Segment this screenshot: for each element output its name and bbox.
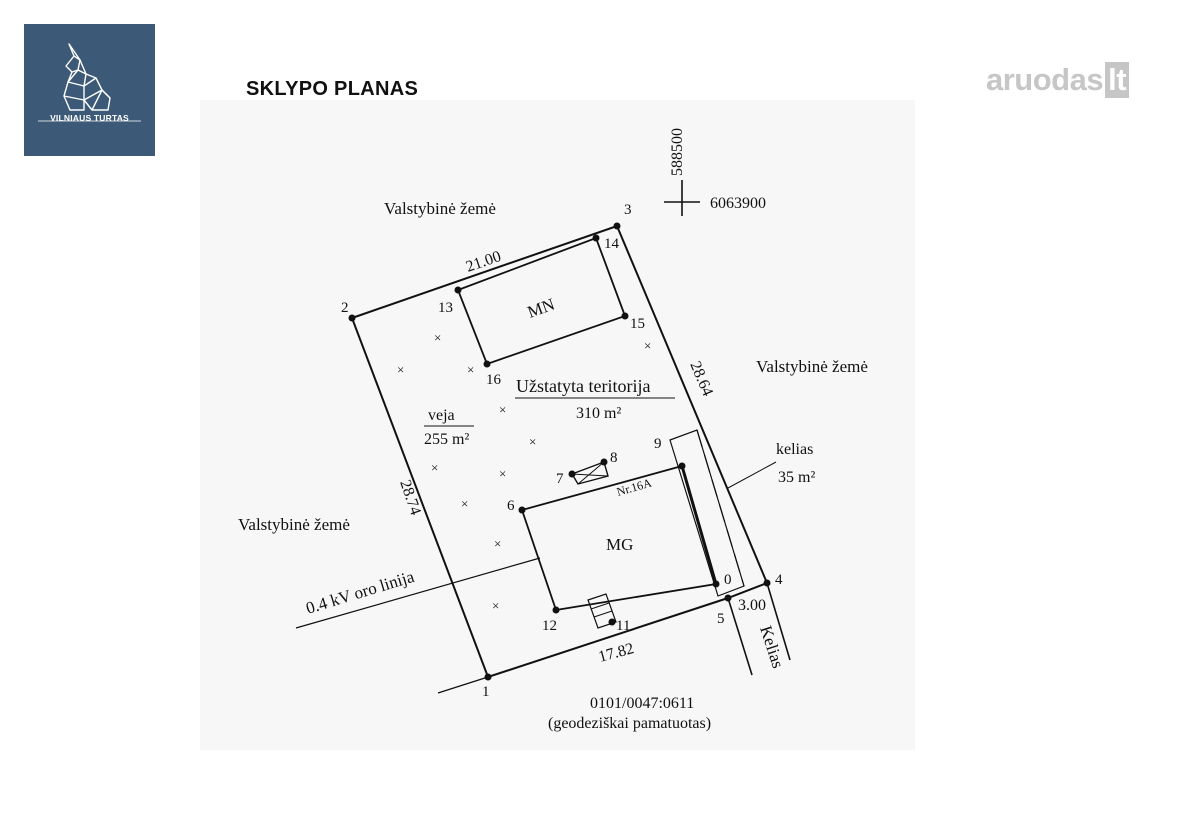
vertex-7 (568, 470, 576, 478)
point-label-14: 14 (604, 236, 620, 252)
svg-text:×: × (431, 460, 438, 475)
stair-step (593, 610, 613, 618)
porch-cross-2 (577, 461, 605, 485)
road-area-label: kelias (776, 441, 813, 458)
svg-text:×: × (494, 536, 501, 551)
built-area-label: Užstatyta teritorija (516, 376, 650, 396)
vertex-13 (454, 286, 462, 294)
point-label-16: 16 (486, 372, 502, 388)
svg-text:×: × (499, 402, 506, 417)
vertex-9 (678, 462, 686, 470)
vertex-12 (552, 606, 560, 614)
brand-suffix: lt (1105, 62, 1130, 98)
neighbor-right: Valstybinė žemė (756, 357, 868, 376)
point-label-15: 15 (630, 316, 645, 332)
plan-paper (200, 100, 915, 750)
point-label-13: 13 (438, 300, 453, 316)
point-label-2: 2 (341, 300, 349, 316)
svg-text:×: × (434, 330, 441, 345)
point-label-9: 9 (654, 436, 662, 452)
vertex-6 (518, 506, 526, 514)
coord-y-label: 6063900 (710, 195, 766, 212)
neighbor-left: Valstybinė žemė (238, 515, 350, 534)
svg-text:×: × (499, 466, 506, 481)
svg-text:×: × (461, 496, 468, 511)
point-label-8: 8 (610, 450, 618, 466)
svg-text:×: × (492, 598, 499, 613)
lawn-value: 255 m² (424, 431, 469, 448)
vertex-8 (600, 458, 608, 466)
parcel-boundary (350, 224, 769, 679)
built-area-value: 310 m² (576, 405, 621, 422)
driveway-dashed-line (696, 429, 745, 587)
vertex-2 (348, 314, 356, 322)
boundary-extension (437, 676, 489, 694)
power-line (295, 557, 541, 629)
house-label: MG (606, 535, 633, 554)
vertex-15 (621, 312, 629, 320)
dimension-road-width: 3.00 (738, 597, 766, 614)
point-label-3: 3 (624, 202, 632, 218)
svg-text:×: × (644, 338, 651, 353)
point-label-12: 12 (542, 618, 557, 634)
logo-text: VILNIAUS TURTAS (50, 113, 129, 123)
point-label-5: 5 (717, 611, 725, 627)
porch-cross-1 (571, 473, 609, 477)
point-label-1: 1 (482, 684, 490, 700)
point-label-4: 4 (775, 572, 783, 588)
vertex-14 (592, 234, 600, 242)
vertex-labels: 0 1 2 3 4 5 6 7 8 9 12 11 13 14 15 16 (341, 202, 783, 700)
vertex-markers (348, 222, 771, 681)
vertex-16 (483, 360, 491, 368)
point-label-11: 11 (616, 618, 630, 634)
vertex-0 (712, 580, 720, 588)
vertex-4 (763, 579, 771, 587)
stair-step (590, 602, 610, 610)
vertex-11 (608, 618, 616, 626)
vertex-3 (613, 222, 621, 230)
company-logo: VILNIAUS TURTAS (24, 24, 155, 156)
svg-text:×: × (529, 434, 536, 449)
neighbor-top: Valstybinė žemė (384, 199, 496, 218)
parcel-id: 0101/0047:0611 (590, 695, 694, 712)
road-edge-left (727, 597, 753, 676)
svg-text:×: × (397, 362, 404, 377)
point-label-0: 0 (724, 572, 732, 588)
vertex-5 (724, 594, 732, 602)
vertex-1 (484, 673, 492, 681)
page-title: SKLYPO PLANAS (246, 78, 419, 100)
parcel-status: (geodeziškai pamatuotas) (548, 715, 711, 732)
svg-text:×: × (467, 362, 474, 377)
lawn-marks: × × × × × × × × × × × (397, 330, 651, 613)
stairs-outline (587, 593, 617, 629)
lawn-label: veja (428, 407, 455, 424)
point-label-6: 6 (507, 498, 515, 514)
coord-x-label: 588500 (669, 128, 686, 176)
road-label-leader (727, 461, 777, 489)
brand-name: aruodas (986, 62, 1104, 97)
wolf-logo-icon (38, 43, 141, 122)
road-area-value: 35 m² (778, 469, 815, 486)
road-edge-right (766, 582, 791, 661)
point-label-7: 7 (556, 471, 564, 487)
house-wall-thick (680, 465, 718, 585)
